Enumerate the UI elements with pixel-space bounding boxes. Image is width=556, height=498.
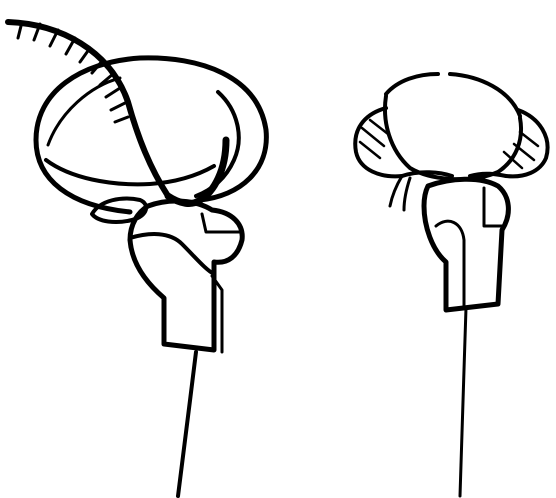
canvas-background xyxy=(0,0,556,498)
line-drawing-canvas xyxy=(0,0,556,498)
